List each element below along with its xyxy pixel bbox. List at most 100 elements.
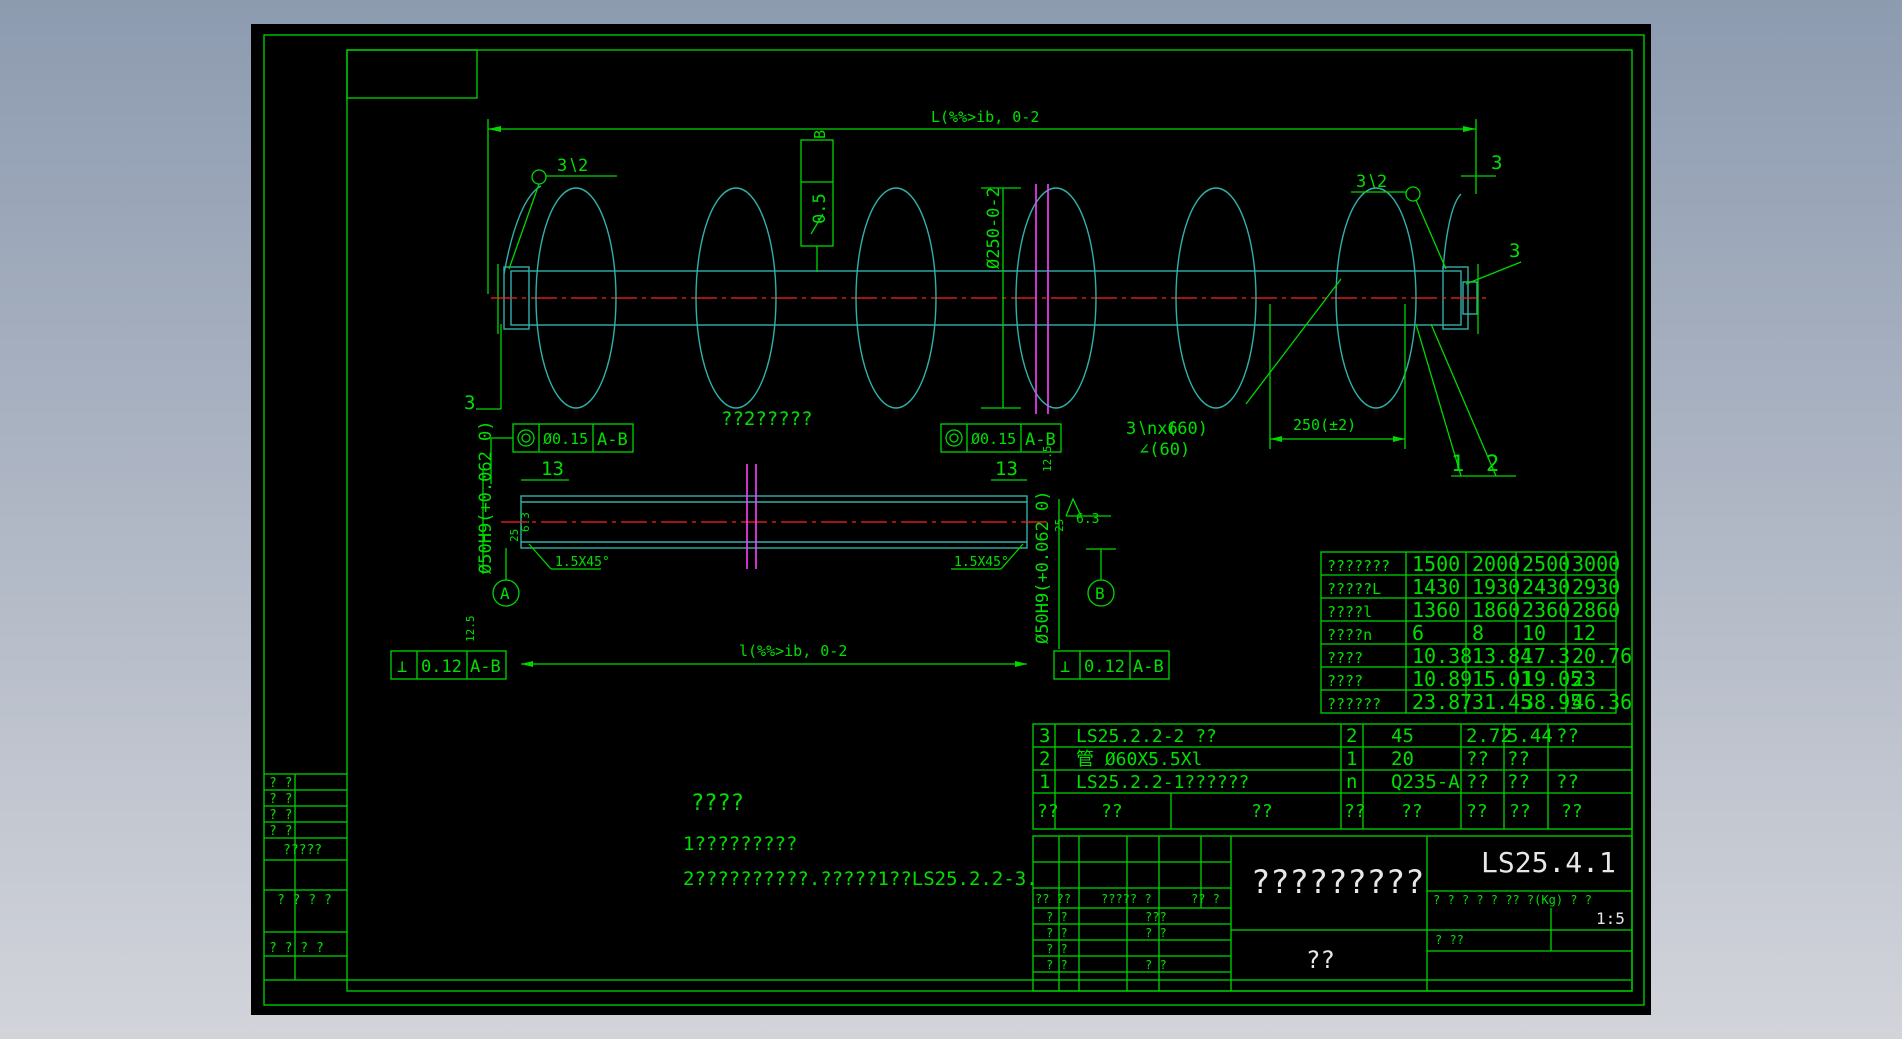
side-r5: ????? [283,843,322,858]
dim-three-top: 3 [1491,152,1502,174]
perp-left-val: 0.12 [421,657,462,677]
spec-cell: ?????L [1327,580,1381,598]
bom-cell-w1: 2.72 [1466,725,1512,747]
bom-header-w1: ?? [1466,801,1488,822]
main-view-caption: ??2????? [721,408,813,430]
notes-line-2: 2??????????.?????1??LS25.2.2-3. [683,868,1038,890]
spec-cell: ?????? [1327,695,1381,713]
spec-cell: ??????? [1327,557,1390,575]
perp-left [390,650,507,680]
spec-cell: 2860 [1572,598,1620,622]
bom-cell-no: 3 [1039,725,1050,747]
drawing-sheet: ? ? ? ? ? ? ? ? ????? ? ? ? ? ? ? ? ? L(… [251,24,1651,1015]
datum-b: B [1095,584,1105,603]
notes-heading: ???? [691,791,744,816]
organization: ?? [1306,946,1335,974]
corner-box [346,49,478,99]
side-r1: ? ? [269,776,292,791]
spec-cell: 31.45 [1472,690,1532,714]
sig-r2-b: ? ? [1145,926,1167,940]
bom-cell-code: LS25.2.2-2 ?? [1076,726,1217,747]
spec-cell: 13.84 [1472,644,1532,668]
perp-right-ref: A-B [1133,657,1164,677]
side-r3: ? ? [269,808,292,823]
rough-right-c: 25 [1053,519,1066,532]
spec-cell: 19.05 [1522,667,1582,691]
inner-border [346,49,1633,992]
bom-cell-w2: ?? [1507,748,1530,770]
bom-cell-qty: 2 [1346,725,1357,747]
side-r6: ? ? ? ? [277,893,332,908]
side-r4: ? ? [269,824,292,839]
spec-cell: ???? [1327,672,1363,690]
drawing-scale: 1:5 [1596,909,1625,928]
chamfer-left: 1.5X45° [555,555,610,570]
pipe-detail: Ø0.15 A-B Ø0.15 A-B 13 13 Ø50H9(+0.062 0… [390,420,1170,680]
runout-value: 0.5 [810,193,830,224]
cad-drawing: ? ? ? ? ? ? ? ? ????? ? ? ? ? ? ? ? ? L(… [263,34,1645,1006]
spec-cell: 10.38 [1412,644,1472,668]
spec-cell: 17.3 [1522,644,1570,668]
bom-cell-w2: 5.44 [1507,725,1553,747]
sig-r2-a: ? ? [1046,926,1068,940]
gtol-right-value: Ø0.15 [971,430,1016,448]
drawing-name: ????????? [1251,863,1424,901]
side-r7: ? ? ? ? [269,941,324,956]
flight-diameter-dim: Ø250-0-2 [984,187,1004,269]
runout-frame [800,139,834,247]
angle-a: (60) [1167,419,1208,439]
weld-nx6: 3∖nx6 [1126,419,1178,439]
sig-r3-a: ? ? [1046,942,1068,956]
bom-cell-no: 2 [1039,748,1050,770]
spec-cell: 46.36 [1572,690,1632,714]
bom-cell-mat: 45 [1391,725,1414,747]
spec-cell: 38.95 [1522,690,1582,714]
spec-cell: 3000 [1572,552,1620,576]
bom-header-name: ?? [1101,801,1123,822]
screw-flights [503,185,1462,409]
rev-head-2: ????? ? [1101,892,1152,906]
bom-cell-rem: ?? [1556,771,1579,793]
chamfer-right: 1.5X45° [954,555,1009,570]
spec-cell: 2430 [1522,575,1570,599]
spec-cell: 23.87 [1412,690,1472,714]
perp-right-sym: ⊥ [1060,657,1070,677]
bom-header-rem: ?? [1561,801,1583,822]
bom-cell-mat: 20 [1391,748,1414,770]
screw-main-view: L(%%>ib, 0-2 Ø250-0-2 [464,108,1522,477]
rev-head-3: ?? ? [1191,892,1220,906]
pitch-dim: 250(±2) [1293,416,1356,434]
spec-cell: 1930 [1472,575,1520,599]
rev-head-1: ?? ?? [1035,892,1071,906]
rough-left-c: 25 [508,529,521,542]
spec-cell: 1500 [1412,552,1460,576]
bom-header-no: ?? [1037,801,1059,822]
bom-header-code: ?? [1251,801,1273,822]
datum-a: A [500,584,510,603]
drawing-number: LS25.4.1 [1481,846,1616,879]
bom-cell-w1: ?? [1466,748,1489,770]
spec-cell: ????n [1327,626,1372,644]
bom-cell-w1: ?? [1466,771,1489,793]
sig-r1-a: ? ? [1046,910,1068,924]
gtol-left-ref: A-B [597,430,628,450]
spec-cell: 15.01 [1472,667,1532,691]
spec-cell: 10.89 [1412,667,1472,691]
perp-left-ref: A-B [470,657,501,677]
rough-right-b: 12.5 [1041,446,1054,473]
technical-notes: ???? 1????????? 2??????????.?????1??LS25… [683,791,1038,890]
bom-cell-rem: ?? [1556,725,1579,747]
bom-cell-qty: n [1346,771,1357,793]
dim-13-left: 13 [541,458,564,480]
spec-cell: 12 [1572,621,1596,645]
spec-cell: 2360 [1522,598,1570,622]
spec-cell: 1860 [1472,598,1520,622]
bom-cell-code: LS25.2.2-1?????? [1076,772,1249,793]
bom-cell-code: 管 Ø60X5.5Xl [1076,749,1202,770]
weld-right: 3∖2 [1356,172,1387,192]
outer-border [263,34,1645,1006]
rough-left-a: 6.3 [519,512,532,532]
spec-cell: 1360 [1412,598,1460,622]
gtol-right [940,423,1062,453]
